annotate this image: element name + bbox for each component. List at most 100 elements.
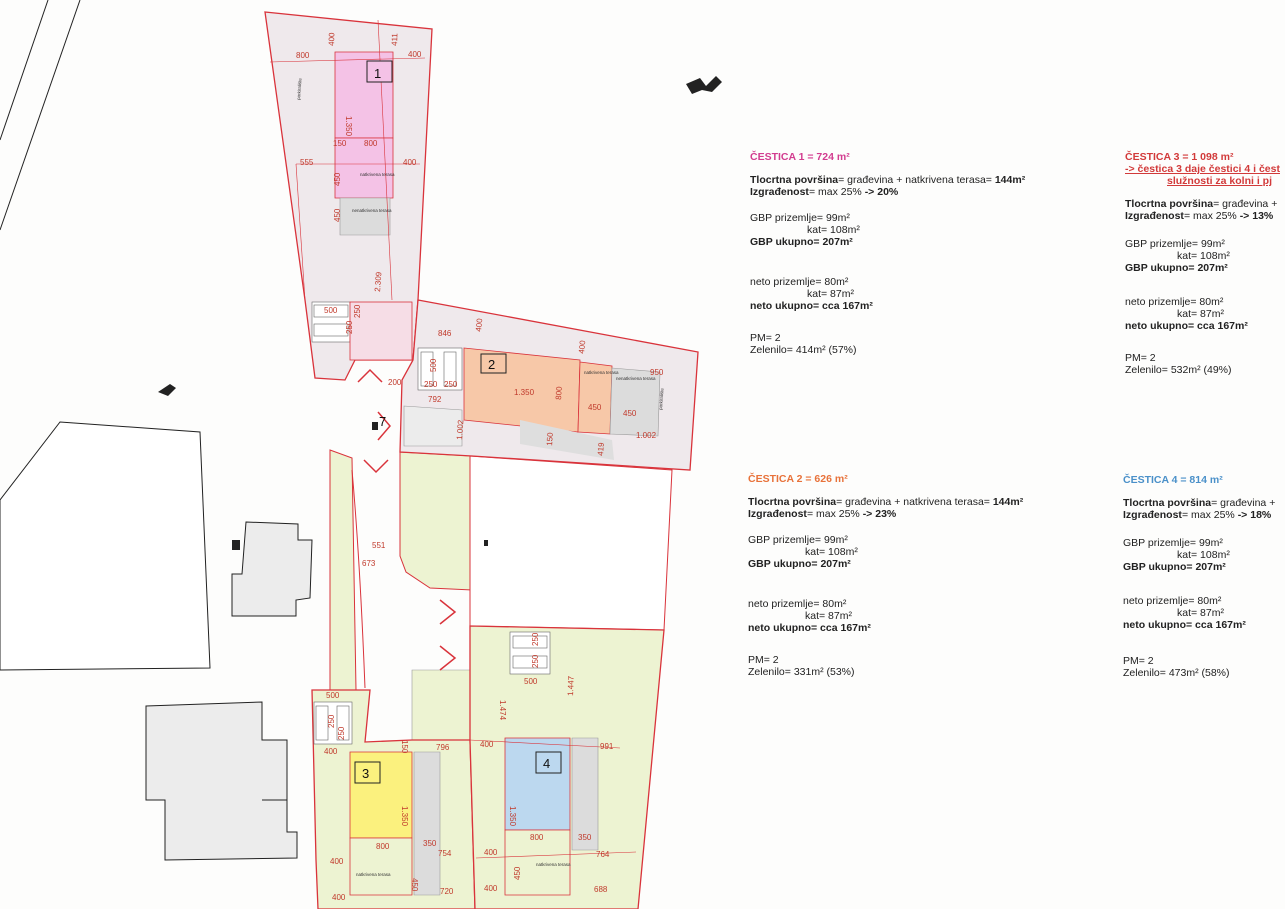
open-terrace-label-1: nenatkrivena terasa <box>352 208 392 213</box>
dim: 400 <box>332 893 346 902</box>
parcel-3-neto-ukupno: neto ukupno= cca 167m² <box>1125 320 1248 332</box>
dim: 450 <box>410 878 419 892</box>
dim: 1.002 <box>455 419 465 440</box>
parcel-1-pm: PM= 2 <box>750 332 781 344</box>
parcel-4-gbp-prizemlje: GBP prizemlje= 99m² <box>1123 537 1223 549</box>
dim: 400 <box>403 158 417 167</box>
parcel-3-info: ČESTICA 3 = 1 098 m² -> čestica 3 daje č… <box>1125 151 1280 376</box>
dim: 400 <box>327 32 336 46</box>
parcel-3-zelenilo: Zelenilo= 532m² (49%) <box>1125 364 1232 376</box>
parcel-2-gbp-ukupno: GBP ukupno= 207m² <box>748 558 851 570</box>
parcel-4-zelenilo: Zelenilo= 473m² (58%) <box>1123 667 1230 679</box>
dim: 688 <box>594 885 608 894</box>
parcel-number-3: 3 <box>362 766 369 781</box>
parcel-2 <box>399 299 699 471</box>
dim: 419 <box>596 442 606 456</box>
dim: 450 <box>333 172 342 186</box>
parcel-2-gbp-prizemlje: GBP prizemlje= 99m² <box>748 534 848 546</box>
dim: 1.350 <box>508 806 517 827</box>
dim: 1.350 <box>400 806 409 827</box>
parcel-1 <box>264 11 433 381</box>
parcel-3-izgradenost: Izgrađenost= max 25% -> 13% <box>1125 210 1274 222</box>
dim: 991 <box>600 742 614 751</box>
terrace-label-3: natkrivena terasa <box>356 872 391 877</box>
dim: 250 <box>353 304 362 318</box>
dim: 792 <box>428 395 442 404</box>
dim: 800 <box>554 386 564 400</box>
terrace-label-4: natkrivena terasa <box>536 862 571 867</box>
dim: 800 <box>530 833 544 842</box>
dim: 1.474 <box>498 700 507 721</box>
dim: 250 <box>337 726 346 740</box>
parcel-2-tlocrt: Tlocrtna površina= građevina + natkriven… <box>748 496 1024 508</box>
dim: 350 <box>423 839 437 848</box>
parcel-3-tlocrt: Tlocrtna površina= građevina + <box>1125 198 1278 210</box>
dim: 846 <box>438 329 452 338</box>
parcel-3 <box>311 689 476 909</box>
parcel-4-gbp-ukupno: GBP ukupno= 207m² <box>1123 561 1226 573</box>
dim: 450 <box>623 409 637 418</box>
parcel-2-neto-kat: kat= 87m² <box>805 610 852 622</box>
dim: 250 <box>444 380 458 389</box>
dim: 796 <box>436 743 450 752</box>
dim: 1.350 <box>514 388 535 397</box>
parcel-3-note: -> čestica 3 daje čestici 4 i čest <box>1125 163 1280 175</box>
dim: 150 <box>545 432 555 446</box>
dim: 350 <box>578 833 592 842</box>
parcel-1-gbp-kat: kat= 108m² <box>807 224 860 236</box>
dim: 500 <box>324 306 338 315</box>
parcel-1-izgradenost: Izgrađenost= max 25% -> 20% <box>750 186 899 198</box>
parcel-1-neto-kat: kat= 87m² <box>807 288 854 300</box>
dim: 720 <box>440 887 454 896</box>
parcel-4-info: ČESTICA 4 = 814 m² Tlocrtna površina= gr… <box>1123 474 1275 679</box>
dim: 800 <box>296 51 310 60</box>
parcel-2-title: ČESTICA 2 = 626 m² <box>748 473 848 485</box>
parcel-number-1: 1 <box>374 66 381 81</box>
parcel-2-zelenilo: Zelenilo= 331m² (53%) <box>748 666 855 678</box>
parcel-3-gbp-kat: kat= 108m² <box>1177 250 1230 262</box>
dim: 150 <box>333 139 347 148</box>
dim: 250 <box>531 654 540 668</box>
dim: 950 <box>650 368 664 377</box>
parcel-4 <box>469 625 665 909</box>
parcel-2-neto-ukupno: neto ukupno= cca 167m² <box>748 622 871 634</box>
dim: 250 <box>424 380 438 389</box>
parcel-number-2: 2 <box>488 357 495 372</box>
dim: 800 <box>364 139 378 148</box>
dim: 2.309 <box>373 271 383 292</box>
dim: 400 <box>408 50 422 59</box>
parcel-4-neto-prizemlje: neto prizemlje= 80m² <box>1123 595 1222 607</box>
access-number: 7 <box>379 414 386 429</box>
parcel-2-info: ČESTICA 2 = 626 m² Tlocrtna površina= gr… <box>748 473 1023 678</box>
parcel-2-pm: PM= 2 <box>748 654 779 666</box>
dim: 800 <box>376 842 390 851</box>
parcel-3-pm: PM= 2 <box>1125 352 1156 364</box>
parcel-1-neto-ukupno: neto ukupno= cca 167m² <box>750 300 873 312</box>
parcel-number-4: 4 <box>543 756 550 771</box>
dim: 411 <box>390 32 399 46</box>
parcel-1-neto-prizemlje: neto prizemlje= 80m² <box>750 276 849 288</box>
dim: 500 <box>326 691 340 700</box>
dim: 450 <box>588 403 602 412</box>
parcel-2-gbp-kat: kat= 108m² <box>805 546 858 558</box>
parking-label-2: parkiralište <box>658 388 665 411</box>
parcel-4-tlocrt: Tlocrtna površina= građevina + <box>1123 497 1276 509</box>
dim: 1.350 <box>344 116 353 137</box>
parcel-3-gbp-prizemlje: GBP prizemlje= 99m² <box>1125 238 1225 250</box>
parcel-4-pm: PM= 2 <box>1123 655 1154 667</box>
dim: 450 <box>333 208 342 222</box>
dim: 1.002 <box>636 431 657 440</box>
open-terrace-label-2: nenatkrivena terasa <box>616 376 656 381</box>
dim: 250 <box>531 632 540 646</box>
access-road <box>329 449 673 741</box>
parcel-1-zelenilo: Zelenilo= 414m² (57%) <box>750 344 857 356</box>
dim: 400 <box>474 317 484 332</box>
dim: 500 <box>429 358 438 372</box>
parking-label-1: parkiralište <box>296 78 303 101</box>
scan-marks <box>158 76 722 550</box>
parcel-2-izgradenost: Izgrađenost= max 25% -> 23% <box>748 508 897 520</box>
terrace-label-1: natkrivena terasa <box>360 172 395 177</box>
parcel-4-gbp-kat: kat= 108m² <box>1177 549 1230 561</box>
parcel-2-neto-prizemlje: neto prizemlje= 80m² <box>748 598 847 610</box>
